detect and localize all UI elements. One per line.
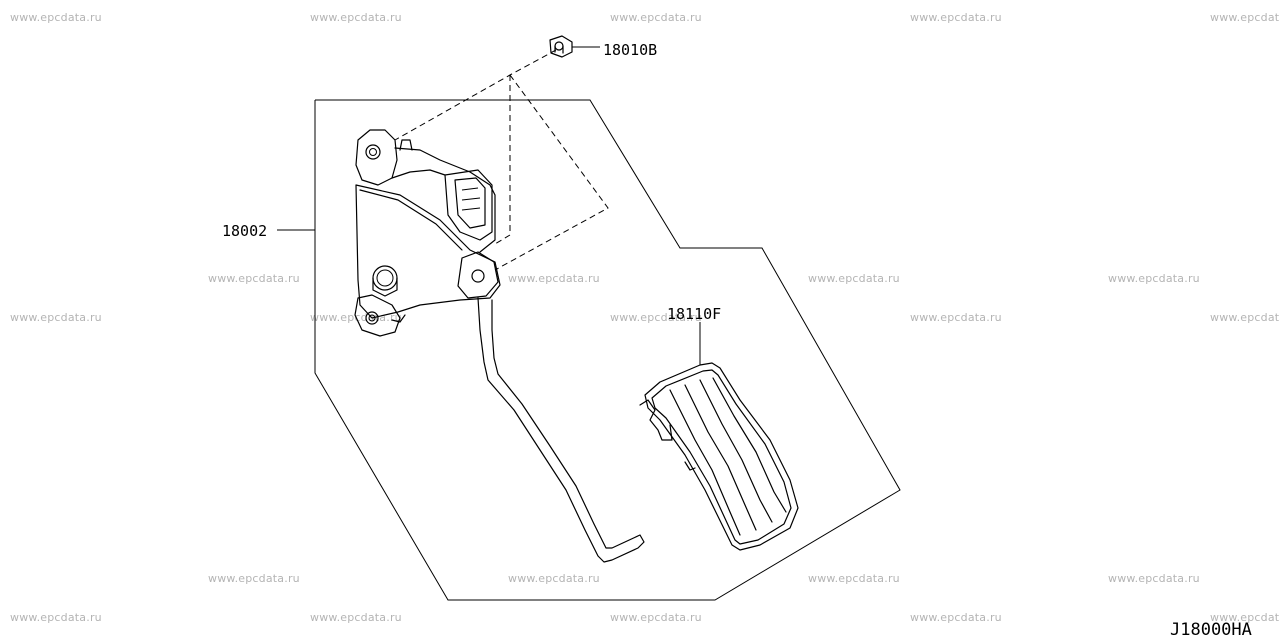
callout-pedal-assembly-part-number: 18002 <box>222 222 268 240</box>
diagram-code: J18000HA <box>1170 620 1252 640</box>
callout-clip-part-number: 18010B <box>603 41 658 59</box>
watermark: www.epcdata.ru <box>610 311 702 324</box>
pedal-sensor-body <box>354 129 501 337</box>
watermark: www.epcdata.ru <box>10 611 102 624</box>
assembly-outline <box>314 99 901 601</box>
watermark: www.epcdata.ru <box>910 311 1002 324</box>
watermark: www.epcdata.ru <box>208 272 300 285</box>
watermark: www.epcdata.ru <box>310 11 402 24</box>
watermark: www.epcdata.ru <box>208 572 300 585</box>
watermark: www.epcdata.ru <box>1210 611 1280 624</box>
watermark: www.epcdata.ru <box>1210 11 1280 24</box>
watermark: www.epcdata.ru <box>808 272 900 285</box>
watermark: www.epcdata.ru <box>910 11 1002 24</box>
watermark: www.epcdata.ru <box>10 11 102 24</box>
assembly-guide-lines <box>394 49 609 271</box>
watermark: www.epcdata.ru <box>1108 272 1200 285</box>
pedal-arm <box>477 297 645 563</box>
watermark: www.epcdata.ru <box>508 272 600 285</box>
watermark: www.epcdata.ru <box>1210 311 1280 324</box>
callout-pedal-pad-part-number: 18110F <box>667 305 722 323</box>
watermark: www.epcdata.ru <box>1108 572 1200 585</box>
watermark: www.epcdata.ru <box>310 611 402 624</box>
watermark: www.epcdata.ru <box>610 611 702 624</box>
watermark: www.epcdata.ru <box>910 611 1002 624</box>
watermark: www.epcdata.ru <box>508 572 600 585</box>
leader-lines <box>277 46 701 365</box>
pedal-pad <box>639 362 799 551</box>
clip-part <box>549 35 573 58</box>
watermark: www.epcdata.ru <box>10 311 102 324</box>
watermark: www.epcdata.ru <box>610 11 702 24</box>
watermark: www.epcdata.ru <box>808 572 900 585</box>
